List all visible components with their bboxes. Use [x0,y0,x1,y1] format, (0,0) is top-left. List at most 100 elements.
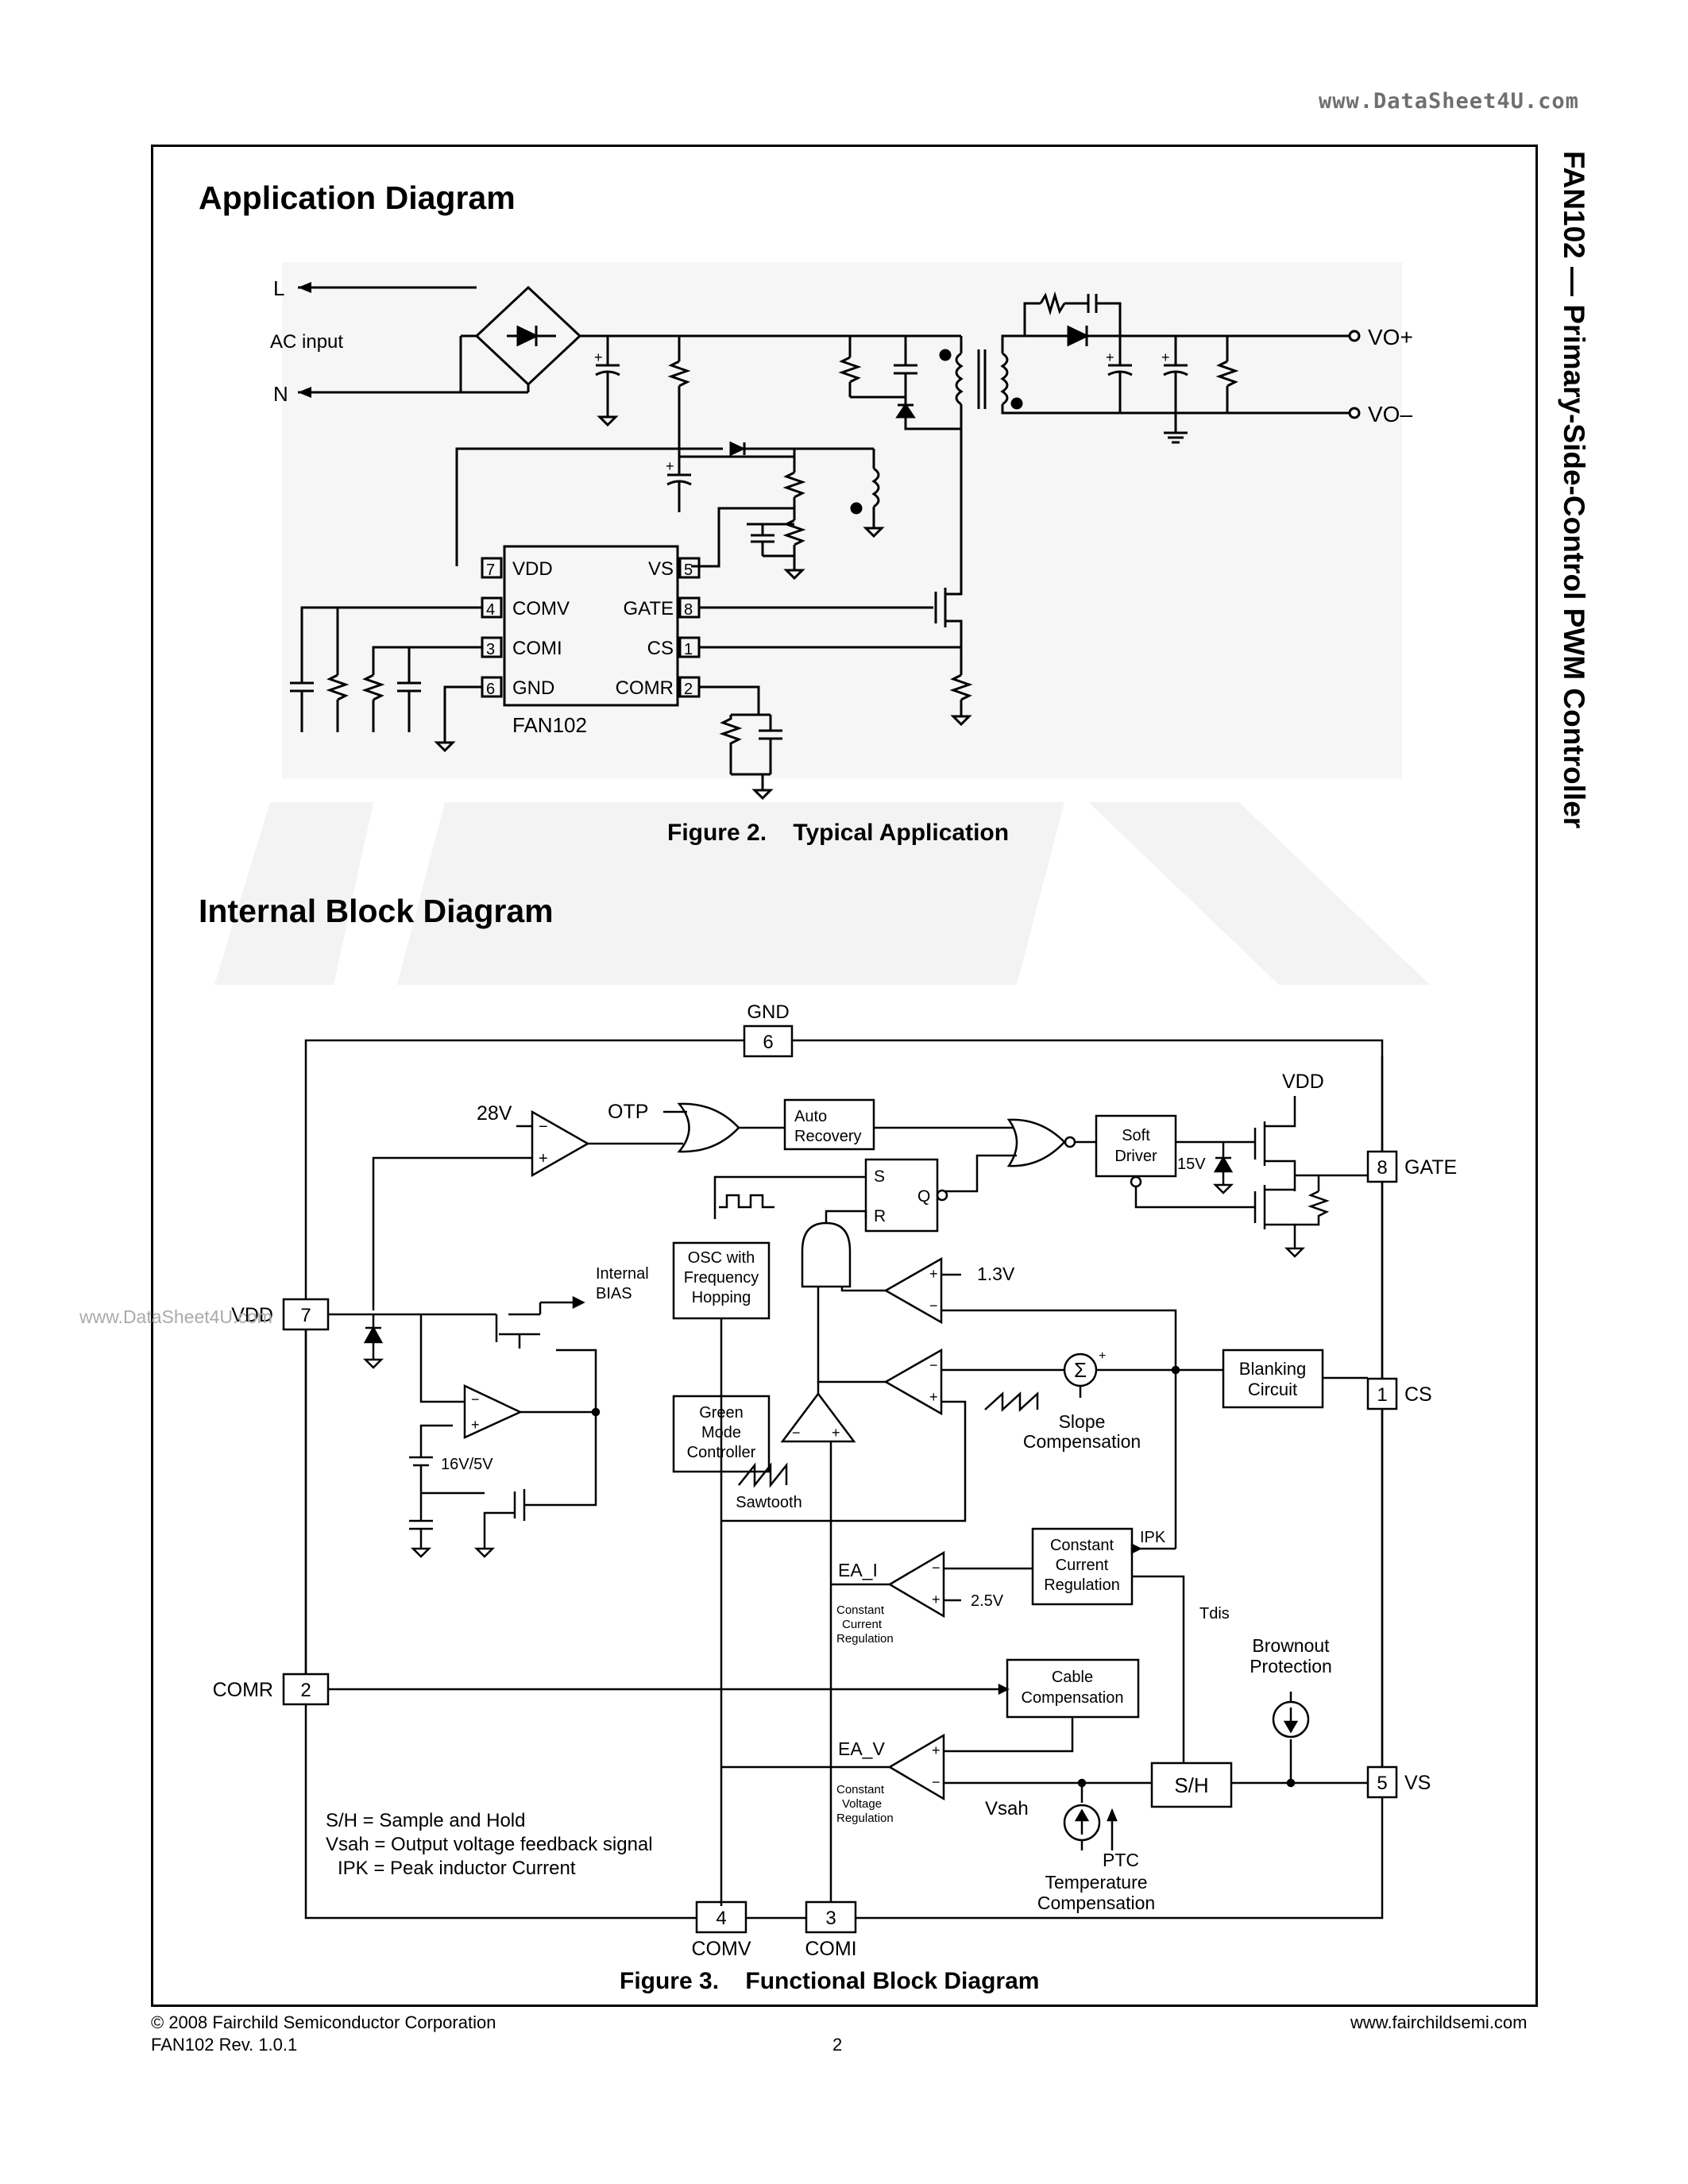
svg-text:Recovery: Recovery [794,1128,861,1145]
svg-text:Protection: Protection [1250,1656,1332,1677]
label-ac-input: AC input [270,331,343,353]
ea-i-amp [887,1550,945,1619]
svg-text:3: 3 [486,641,495,658]
svg-text:Current: Current [842,1618,883,1631]
svg-text:Frequency: Frequency [684,1269,759,1287]
svg-text:Brownout: Brownout [1252,1635,1330,1656]
bulk-capacitor: + [594,336,620,427]
ea-v-amp [887,1733,945,1801]
svg-text:Circuit: Circuit [1248,1379,1297,1399]
inline-watermark-html: www.DataSheet4U.com [79,1306,272,1327]
nor-gate [1006,1118,1066,1167]
label-vo-plus: VO+ [1368,325,1413,349]
svg-text:6: 6 [486,681,495,698]
svg-text:8: 8 [1377,1157,1387,1179]
svg-text:16V/5V: 16V/5V [441,1456,493,1473]
svg-text:−: − [471,1391,480,1407]
header-watermark: www.DataSheet4U.com [1319,89,1579,114]
and-gate [801,1221,852,1288]
svg-text:+: + [929,1389,938,1405]
svg-text:OSC with: OSC with [688,1249,755,1267]
figure3-caption: Figure 3. Functional Block Diagram [620,1968,1040,1994]
svg-text:Regulation: Regulation [836,1632,894,1646]
block-heading: Internal Block Diagram [199,893,554,929]
transformer [939,336,1023,429]
pin-cs: CS [647,638,674,659]
footer-url[interactable]: www.fairchildsemi.com [1350,2012,1528,2032]
svg-text:+: + [932,1742,941,1758]
svg-text:1: 1 [684,641,693,658]
sawtooth-amp [780,1391,856,1443]
svg-text:8: 8 [684,601,693,619]
legend-vsah: Vsah = Output voltage feedback signal [326,1834,653,1855]
bridge-rectifier [459,285,582,392]
svg-text:Voltage: Voltage [842,1797,882,1811]
svg-text:+: + [932,1592,941,1607]
svg-text:S/H: S/H [1174,1773,1208,1797]
pin-gnd-label: GND [747,1001,789,1023]
pin-gnd: GND [512,677,554,699]
svg-text:7: 7 [486,561,495,579]
svg-text:+: + [666,458,674,474]
svg-text:Mode: Mode [701,1424,741,1441]
uvlo-comparator [463,1384,523,1439]
svg-text:−: − [792,1425,801,1441]
side-title: FAN102 — Primary-Side-Control PWM Contro… [1558,151,1590,829]
pin-gate-label: GATE [1404,1156,1457,1179]
legend-ipk: IPK = Peak inductor Current [338,1858,576,1879]
svg-text:−: − [932,1774,941,1790]
svg-text:2: 2 [300,1680,311,1701]
soft-driver-box [1095,1114,1177,1178]
svg-text:Regulation: Regulation [1044,1576,1120,1594]
pin1-box [1366,1377,1398,1410]
pin-comi-label: COMI [805,1938,856,1960]
svg-text:6: 6 [763,1032,773,1053]
svg-text:−: − [929,1357,938,1373]
svg-text:OTP: OTP [608,1101,648,1123]
svg-text:Compensation: Compensation [1037,1893,1155,1913]
footer-revision: FAN102 Rev. 1.0.1 [151,2035,298,2055]
page-frame [151,145,1538,2007]
svg-text:Temperature: Temperature [1045,1872,1147,1893]
mosfet [934,429,963,647]
svg-text:5: 5 [1377,1773,1387,1794]
svg-text:3: 3 [825,1908,836,1929]
svg-text:+: + [471,1417,480,1433]
auto-recovery-box [783,1098,875,1151]
comparator-pwm [883,1348,943,1416]
svg-text:Σ: Σ [1074,1358,1087,1382]
svg-text:7: 7 [300,1305,311,1326]
svg-text:Q: Q [917,1187,930,1206]
svg-text:S: S [874,1167,885,1186]
svg-text:2: 2 [684,681,693,698]
ipk-label: IPK [1140,1529,1166,1546]
pin-comr: COMR [616,677,674,699]
pin-comi: COMI [512,638,562,659]
pin6-box [743,1024,794,1058]
svg-text:1.3V: 1.3V [977,1264,1015,1284]
svg-text:2.5V: 2.5V [971,1592,1004,1610]
svg-text:+: + [594,349,603,365]
svg-text:Cable: Cable [1052,1669,1093,1686]
svg-text:−: − [929,1298,938,1314]
pin-vdd: VDD [512,558,553,580]
svg-text:Controller: Controller [687,1444,756,1461]
svg-text:+: + [539,1150,548,1167]
svg-text:5: 5 [684,561,693,579]
svg-text:Current: Current [1056,1557,1109,1574]
footer-page-number: 2 [832,2035,843,2055]
svg-text:4: 4 [716,1908,726,1929]
label-N: N [273,382,288,406]
svg-text:BIAS: BIAS [596,1285,632,1302]
label-L: L [273,276,284,300]
cc-regulation-box [1031,1527,1134,1606]
svg-text:R: R [874,1207,886,1225]
svg-text:Tdis: Tdis [1199,1605,1230,1623]
svg-text:Green: Green [699,1404,744,1422]
label-vo-minus: VO– [1368,402,1412,426]
svg-text:Soft: Soft [1122,1127,1150,1144]
svg-text:Driver: Driver [1114,1148,1157,1165]
svg-text:Auto: Auto [794,1108,827,1125]
pin-cs-label: CS [1404,1383,1432,1406]
